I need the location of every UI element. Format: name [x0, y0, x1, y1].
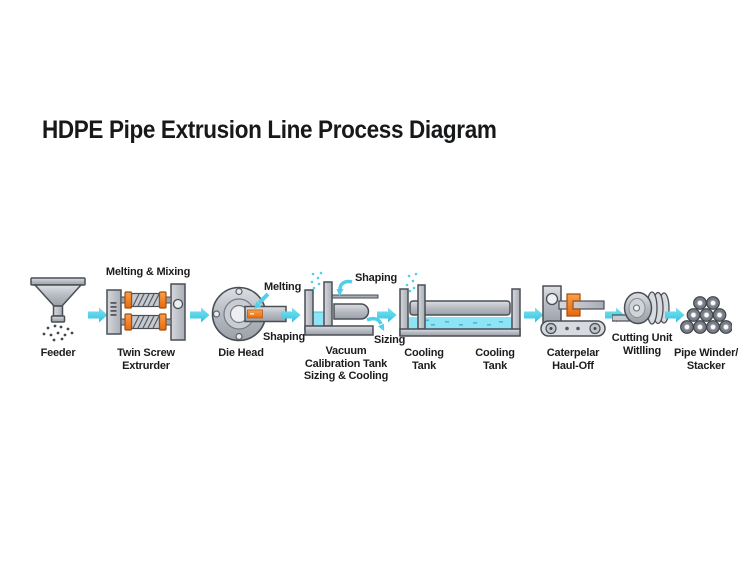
- stage-label-cooling-tank-right: Cooling Tank: [475, 347, 515, 372]
- page-title: HDPE Pipe Extrusion Line Process Diagram: [42, 116, 497, 144]
- note-shaping-vacuum: Shaping: [355, 272, 397, 284]
- caption-melting-mixing: Melting & Mixing: [105, 266, 191, 278]
- shaping-curved-arrow-icon: [336, 279, 353, 297]
- note-sizing: Sizing: [374, 334, 406, 346]
- stage-label-caterpelar-haul-off: Caterpelar Haul-Off: [546, 347, 600, 372]
- stage-label-cutting-unit: Cutting Unit Witlling: [611, 332, 673, 357]
- twin-screw-extruder-icon: [106, 283, 186, 341]
- stage-label-twin-screw-extruder: Twin Screw Extrurder: [117, 347, 175, 372]
- melting-pointer-arrow-icon: [254, 292, 270, 309]
- note-shaping-die: Shaping: [263, 331, 305, 343]
- vacuum-calibration-tank-icon: [304, 271, 379, 336]
- stage-label-die-head: Die Head: [218, 347, 264, 359]
- spray-dots: [405, 272, 418, 293]
- clamp-shape: [566, 293, 581, 317]
- flow-arrow-icon: [190, 307, 210, 323]
- spray-dots: [310, 271, 323, 290]
- cooling-tank-icon: [399, 272, 521, 337]
- stage-label-vacuum-calibration-tank: Vacuum Calibration Tank Sizing & Cooling: [303, 345, 389, 382]
- note-melting: Melting: [264, 281, 302, 293]
- stage-label-pipe-winder-stacker: Pipe Winder/ Stacker: [673, 347, 739, 372]
- pellet-dots: [42, 324, 74, 342]
- flow-arrow-icon: [281, 307, 301, 323]
- caterpillar-haul-off-icon: [540, 285, 606, 337]
- flow-arrow-icon: [88, 307, 108, 323]
- stage-label-cooling-tank-left: Cooling Tank: [404, 347, 444, 372]
- flow-arrow-icon: [377, 307, 397, 323]
- sizing-curved-arrow-icon: [366, 316, 385, 332]
- stage-label-feeder: Feeder: [40, 347, 76, 359]
- cutting-unit-winder-icon: [612, 291, 670, 325]
- hopper-funnel-icon: [30, 277, 86, 342]
- stacked-pipes-icon: [680, 296, 732, 334]
